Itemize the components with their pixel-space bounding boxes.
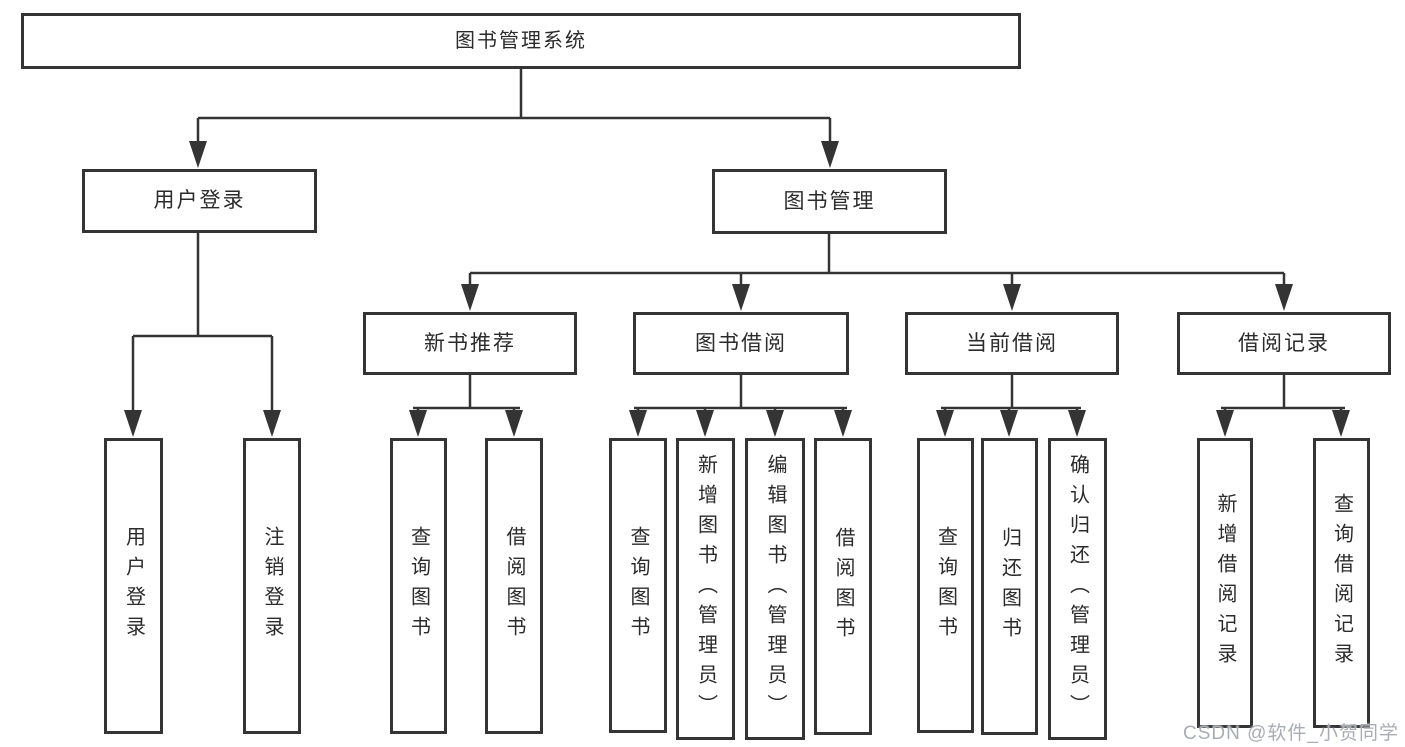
arrowhead-icon — [732, 284, 750, 311]
leaf-recommend-query-books: 查询图书 — [390, 438, 447, 734]
arrowhead-icon — [124, 410, 142, 437]
node-borrow-records: 借阅记录 — [1177, 312, 1391, 375]
leaf-current-query-books: 查询图书 — [917, 438, 974, 733]
arrowheads — [124, 141, 1350, 437]
arrowhead-icon — [1000, 410, 1018, 437]
node-book-management: 图书管理 — [712, 169, 947, 234]
arrowhead-icon — [834, 410, 852, 437]
arrowhead-icon — [461, 284, 479, 311]
arrowhead-icon — [1003, 284, 1021, 311]
leaf-recommend-borrow-books: 借阅图书 — [485, 438, 543, 734]
arrowhead-icon — [821, 141, 839, 168]
leaf-borrow-query-books: 查询图书 — [609, 438, 667, 733]
arrowhead-icon — [1068, 410, 1086, 437]
arrowhead-icon — [766, 410, 784, 437]
node-new-book-recommend: 新书推荐 — [363, 312, 577, 375]
arrowhead-icon — [936, 410, 954, 437]
arrowhead-icon — [505, 410, 523, 437]
leaf-current-confirm-return-admin: 确认归还（管理员） — [1048, 438, 1107, 740]
watermark: CSDN @软件_小贺同学 — [1183, 723, 1399, 744]
leaf-user-login: 用户登录 — [104, 438, 163, 734]
arrowhead-icon — [1216, 410, 1234, 437]
leaf-borrow-add-books-admin: 新增图书（管理员） — [676, 438, 735, 740]
arrowhead-icon — [1275, 284, 1293, 311]
leaf-logout: 注销登录 — [243, 438, 301, 734]
arrowhead-icon — [263, 410, 281, 437]
node-book-borrow: 图书借阅 — [633, 312, 849, 375]
leaf-records-add-record: 新增借阅记录 — [1197, 438, 1253, 728]
arrowhead-icon — [696, 410, 714, 437]
leaf-borrow-edit-books-admin: 编辑图书（管理员） — [745, 438, 805, 740]
leaf-borrow-borrow-books: 借阅图书 — [814, 438, 872, 735]
arrowhead-icon — [1332, 410, 1350, 437]
node-root-system: 图书管理系统 — [21, 13, 1021, 69]
leaf-current-return-books: 归还图书 — [981, 438, 1038, 735]
arrowhead-icon — [189, 141, 207, 168]
node-user-login: 用户登录 — [82, 169, 317, 233]
leaf-records-query-record: 查询借阅记录 — [1313, 438, 1370, 728]
arrowhead-icon — [409, 410, 427, 437]
node-current-borrow: 当前借阅 — [905, 312, 1119, 375]
arrowhead-icon — [629, 410, 647, 437]
